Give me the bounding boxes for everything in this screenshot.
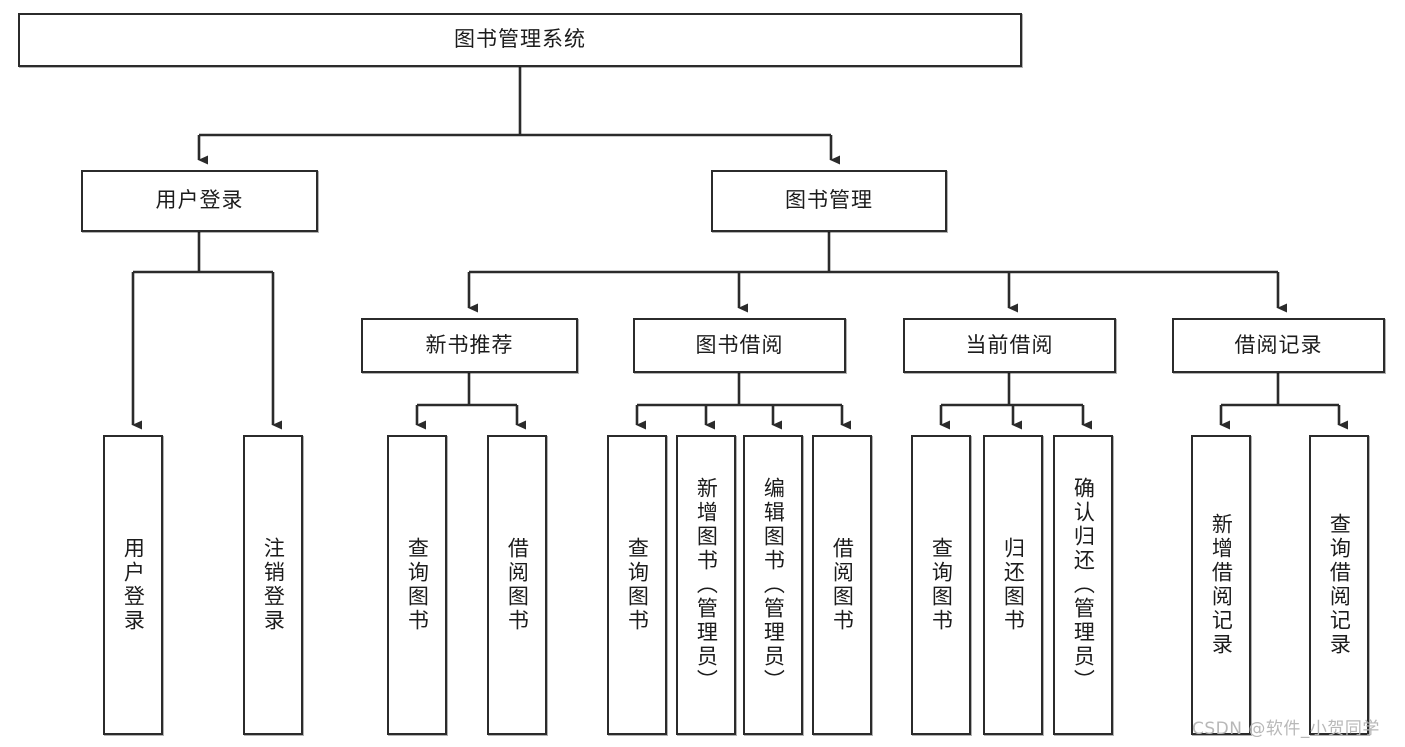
- node-root-label: 图书管理系统: [454, 27, 586, 52]
- node-leaf-edit-book-label: 编辑图书（管理员）: [761, 477, 786, 693]
- node-book-borrow[interactable]: 图书借阅: [633, 318, 846, 373]
- node-new-book-rec-label: 新书推荐: [425, 332, 514, 357]
- node-book-borrow-label: 图书借阅: [695, 332, 784, 357]
- node-current-borrow[interactable]: 当前借阅: [903, 318, 1116, 373]
- node-leaf-borrow-book-2[interactable]: 借阅图书: [812, 435, 872, 735]
- node-book-manage[interactable]: 图书管理: [711, 170, 947, 232]
- node-leaf-user-login[interactable]: 用户登录: [103, 435, 163, 735]
- node-leaf-return-book[interactable]: 归还图书: [983, 435, 1043, 735]
- node-leaf-query-record-label: 查询借阅记录: [1327, 513, 1352, 657]
- node-leaf-user-login-label: 用户登录: [121, 537, 146, 633]
- node-leaf-query-record[interactable]: 查询借阅记录: [1309, 435, 1369, 735]
- node-leaf-logout-label: 注销登录: [261, 537, 286, 633]
- node-leaf-add-record-label: 新增借阅记录: [1209, 513, 1234, 657]
- node-book-manage-label: 图书管理: [785, 188, 873, 213]
- node-current-borrow-label: 当前借阅: [965, 332, 1054, 357]
- node-user-login[interactable]: 用户登录: [81, 170, 318, 232]
- tree-connectors: [131, 67, 1348, 430]
- node-borrow-record[interactable]: 借阅记录: [1172, 318, 1385, 373]
- node-leaf-logout[interactable]: 注销登录: [243, 435, 303, 735]
- node-leaf-return-book-label: 归还图书: [1001, 537, 1026, 633]
- node-borrow-record-label: 借阅记录: [1234, 332, 1323, 357]
- node-new-book-rec[interactable]: 新书推荐: [361, 318, 578, 373]
- node-user-login-label: 用户登录: [155, 188, 244, 213]
- node-leaf-add-book-label: 新增图书（管理员）: [694, 477, 719, 693]
- node-root[interactable]: 图书管理系统: [18, 13, 1022, 67]
- node-leaf-confirm-return[interactable]: 确认归还（管理员）: [1053, 435, 1113, 735]
- node-leaf-query-book-3-label: 查询图书: [929, 537, 954, 633]
- node-leaf-borrow-book-2-label: 借阅图书: [830, 537, 855, 633]
- node-leaf-borrow-book-1[interactable]: 借阅图书: [487, 435, 547, 735]
- node-leaf-edit-book[interactable]: 编辑图书（管理员）: [743, 435, 803, 735]
- node-leaf-query-book-1[interactable]: 查询图书: [387, 435, 447, 735]
- node-leaf-query-book-2[interactable]: 查询图书: [607, 435, 667, 735]
- node-leaf-query-book-1-label: 查询图书: [405, 537, 430, 633]
- node-leaf-query-book-2-label: 查询图书: [625, 537, 650, 633]
- node-leaf-query-book-3[interactable]: 查询图书: [911, 435, 971, 735]
- node-leaf-add-record[interactable]: 新增借阅记录: [1191, 435, 1251, 735]
- node-leaf-borrow-book-1-label: 借阅图书: [505, 537, 530, 633]
- node-leaf-confirm-return-label: 确认归还（管理员）: [1071, 477, 1096, 693]
- node-leaf-add-book[interactable]: 新增图书（管理员）: [676, 435, 736, 735]
